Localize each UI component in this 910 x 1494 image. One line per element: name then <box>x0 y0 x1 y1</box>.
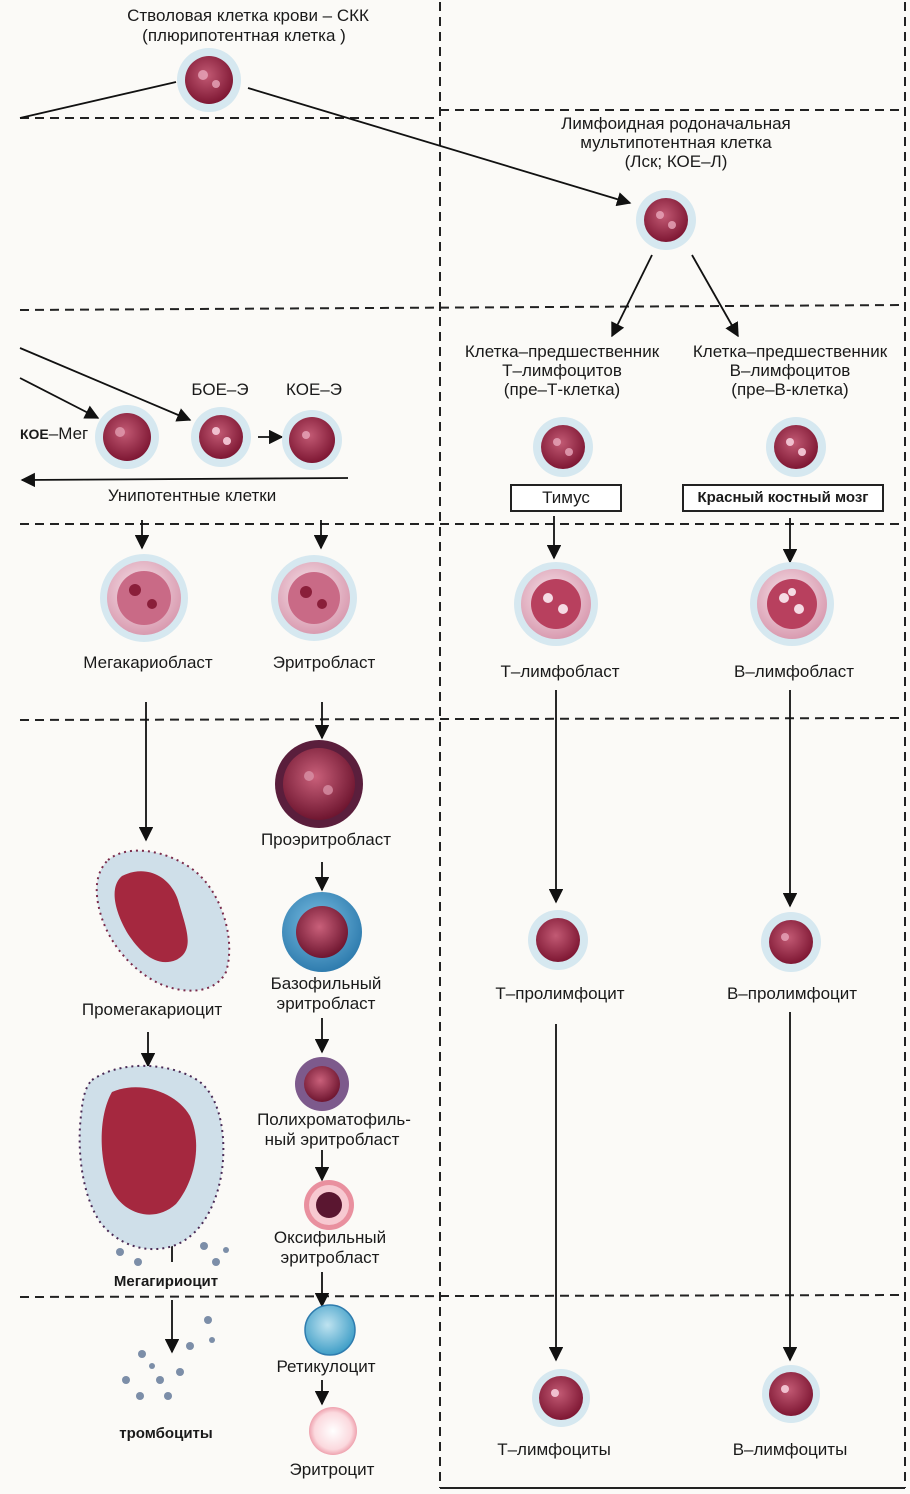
label-koe-meg-prefix: КОЕ <box>20 426 49 442</box>
label-b-prolymphocyte: В–пролимфоцит <box>726 984 858 1003</box>
label-lymph-line3: (Лск; КОЕ–Л) <box>624 152 728 171</box>
label-koe-meg-suffix: –Мег <box>48 424 89 443</box>
label-preb-line2: В–лимфоцитов <box>729 361 851 380</box>
label-oxyphilic-1: Оксифильный <box>273 1228 387 1247</box>
cell-t-lymphoblast <box>514 562 598 646</box>
cell-b-lymphocyte <box>762 1365 820 1423</box>
cell-b-lymphoblast <box>750 562 834 646</box>
cell-megakaryoblast <box>100 554 188 642</box>
label-oxyphilic-2: эритробласт <box>280 1248 380 1267</box>
label-erythrocyte: Эритроцит <box>289 1460 375 1479</box>
cell-promegakaryocyte <box>95 849 231 992</box>
label-b-lymphocytes: В–лимфоциты <box>732 1440 848 1459</box>
cell-erythrocyte <box>309 1407 357 1455</box>
cell-boe-e <box>191 407 251 467</box>
cell-oxyphilic-erythroblast <box>304 1180 354 1230</box>
label-reticulocyte: Ретикулоцит <box>276 1357 376 1376</box>
cell-lymphoid-progenitor <box>636 190 696 250</box>
label-basophilic-2: эритробласт <box>276 994 376 1013</box>
cell-proerythroblast <box>275 740 363 828</box>
label-t-prolymphocyte: Т–пролимфоцит <box>495 984 625 1003</box>
platelets-cluster <box>116 1242 229 1400</box>
arrow-lymph-to-pret <box>611 254 653 338</box>
label-thymus-box: Тимус <box>510 484 622 512</box>
label-koe-e: КОЕ–Э <box>286 380 342 399</box>
label-unipotent: Унипотентные клетки <box>107 486 277 505</box>
cell-stem <box>177 48 241 112</box>
label-pret-line1: Клетка–предшественник <box>464 342 660 361</box>
label-preb-line3: (пре–В-клетка) <box>731 380 849 399</box>
arrow-lymph-to-preb <box>691 254 739 338</box>
arrows <box>19 81 798 1406</box>
label-lymph-line1: Лимфоидная родоначальная <box>561 114 791 133</box>
cell-megakaryocyte <box>78 1064 225 1251</box>
label-stem-line2: (плюрипотентная клетка ) <box>142 26 346 45</box>
label-marrow-box: Красный костный мозг <box>682 484 884 512</box>
arrow-in-to-koemeg <box>19 377 100 419</box>
arrow-in-to-boe <box>19 347 192 422</box>
unipotent-bracket <box>20 472 349 488</box>
cell-t-lymphocyte <box>532 1369 590 1427</box>
label-megakaryocyte: Мегагириоцит <box>113 1273 219 1290</box>
arrow-stem-to-lymph <box>247 87 632 207</box>
label-b-lymphoblast: В–лимфобласт <box>734 662 854 681</box>
cell-koe-e <box>282 410 342 470</box>
label-promegakaryocyte: Промегакариоцит <box>81 1000 223 1019</box>
label-polychrom-2: ный эритробласт <box>264 1130 400 1149</box>
label-megakaryoblast: Мегакариобласт <box>83 653 213 672</box>
cell-reticulocyte <box>304 1304 356 1356</box>
label-thrombocytes: тромбоциты <box>119 1425 213 1442</box>
label-pret-line2: Т–лимфоцитов <box>502 361 622 380</box>
grid-lines <box>19 2 906 1489</box>
cell-pre-b <box>766 417 826 477</box>
label-preb-line1: Клетка–предшественник <box>692 342 888 361</box>
cell-t-prolymphocyte <box>528 910 588 970</box>
row-divider-4 <box>19 717 906 721</box>
cell-polychromatophilic-erythroblast <box>295 1057 349 1111</box>
cells <box>78 48 834 1455</box>
label-t-lymphoblast: Т–лимфобласт <box>500 662 620 681</box>
row-divider-2 <box>19 304 906 311</box>
row-divider-5 <box>19 1294 906 1298</box>
cell-basophilic-erythroblast <box>282 892 362 972</box>
cell-koe-meg <box>95 405 159 469</box>
label-pret-line3: (пре–Т-клетка) <box>503 380 621 399</box>
cell-pre-t <box>533 417 593 477</box>
cell-b-prolymphocyte <box>761 912 821 972</box>
label-t-lymphocytes: Т–лимфоциты <box>497 1440 611 1459</box>
label-boe-e: БОЕ–Э <box>191 380 249 399</box>
label-koe-meg: КОЕ–Мег <box>20 424 88 444</box>
label-stem-line1: Стволовая клетка крови – СКК <box>127 6 369 25</box>
label-erythroblast: Эритробласт <box>272 653 376 672</box>
arrow-stem-left <box>19 81 177 119</box>
label-lymph-line2: мультипотентная клетка <box>580 133 772 152</box>
label-polychrom-1: Полихроматофиль- <box>257 1110 411 1129</box>
label-basophilic-1: Базофильный <box>270 974 382 993</box>
label-proerythroblast: Проэритробласт <box>260 830 392 849</box>
cell-erythroblast <box>271 555 357 641</box>
